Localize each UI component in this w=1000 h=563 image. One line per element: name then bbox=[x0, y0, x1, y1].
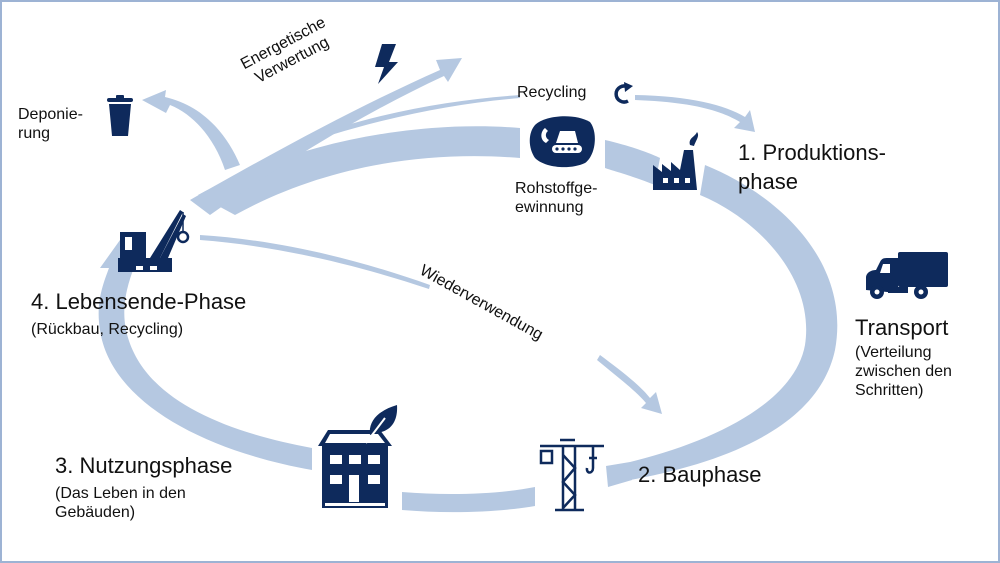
house-leaf-icon bbox=[318, 405, 398, 508]
recycle-icon bbox=[614, 82, 633, 104]
flow-reuse-end bbox=[597, 355, 662, 414]
cycle-ring bbox=[98, 58, 838, 513]
use-phase-label: 3. Nutzungsphase bbox=[55, 453, 233, 478]
flow-landfill bbox=[142, 90, 240, 170]
demolition-crane-icon bbox=[118, 210, 190, 272]
trash-bin-icon bbox=[107, 95, 133, 136]
extraction-label: Rohstoffge- ewinnung bbox=[515, 180, 597, 218]
flow-arc-bottom-right bbox=[606, 462, 632, 487]
transport-sub-line1: (Verteilung bbox=[855, 344, 932, 361]
production-phase-line1: 1. Produktions- bbox=[738, 140, 886, 165]
flow-reuse bbox=[200, 235, 430, 289]
construction-phase-label: 2. Bauphase bbox=[638, 462, 762, 487]
extraction-label-line1: Rohstoffge- bbox=[515, 180, 598, 197]
landfill-label: Deponie- rung bbox=[18, 106, 83, 144]
use-phase-sub-line2: Gebäuden) bbox=[55, 503, 136, 521]
flow-arc-bottom bbox=[402, 487, 535, 513]
use-phase-subtitle: (Das Leben in den Gebäuden) bbox=[55, 485, 186, 523]
recycling-label: Recycling bbox=[517, 84, 587, 101]
production-phase-label: 1. Produktions- phase bbox=[738, 139, 886, 196]
transport-sub-line2: zwischen den bbox=[855, 362, 952, 380]
flow-arc-left bbox=[98, 265, 312, 470]
factory-icon bbox=[653, 132, 699, 190]
landfill-label-line1: Deponie- bbox=[18, 106, 83, 123]
flow-recycling bbox=[300, 95, 520, 145]
truck-icon bbox=[866, 252, 948, 299]
production-phase-line2: phase bbox=[738, 168, 798, 194]
flow-arc-right bbox=[630, 165, 838, 480]
lightning-icon bbox=[375, 44, 398, 84]
landfill-label-line2: rung bbox=[18, 124, 51, 142]
flow-arc-extraction-production bbox=[605, 140, 660, 185]
flow-recycling-right bbox=[635, 95, 755, 132]
transport-title: Transport bbox=[855, 315, 949, 340]
transport-sub-line3: Schritten) bbox=[855, 381, 924, 399]
transport-subtitle: (Verteilung zwischen den Schritten) bbox=[855, 344, 952, 401]
end-of-life-subtitle: (Rückbau, Recycling) bbox=[31, 321, 184, 338]
use-phase-sub-line1: (Das Leben in den bbox=[55, 485, 186, 502]
excavator-icon bbox=[529, 116, 595, 168]
tower-crane-icon bbox=[539, 438, 604, 512]
extraction-label-line2: ewinnung bbox=[515, 198, 584, 216]
flow-arc-top bbox=[198, 126, 520, 215]
end-of-life-phase-label: 4. Lebensende-Phase bbox=[31, 289, 247, 314]
